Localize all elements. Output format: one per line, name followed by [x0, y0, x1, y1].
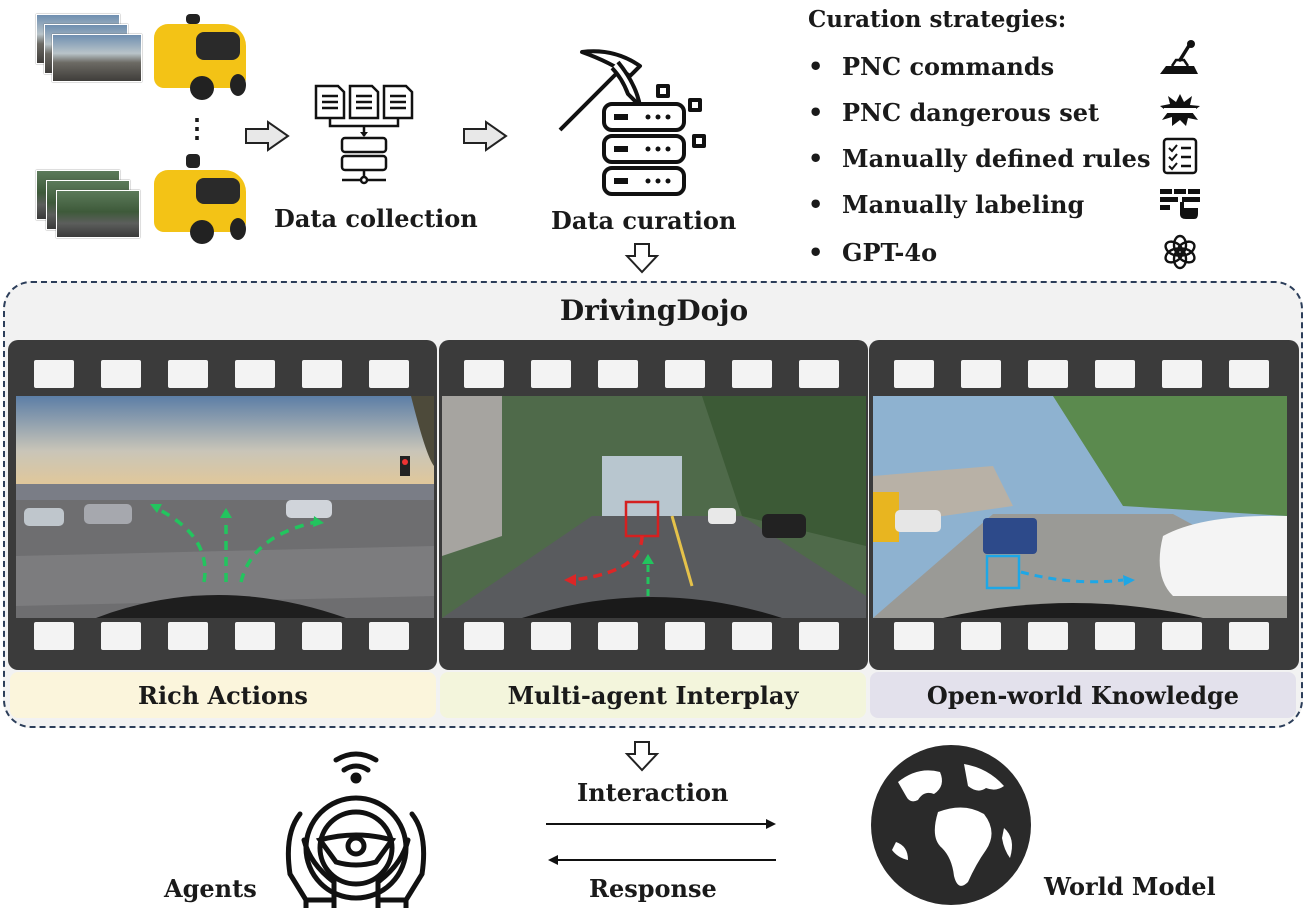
caption-text: Multi-agent Interplay	[507, 680, 799, 710]
sprocket-hole	[665, 622, 705, 650]
down-arrow-icon	[624, 243, 660, 274]
exchange-arrows	[546, 819, 776, 865]
sprocket-hole	[1229, 622, 1269, 650]
action-trajectory-arrows	[150, 504, 324, 583]
open-world-trajectory-arrow	[1020, 570, 1135, 586]
sprocket-hole	[894, 360, 934, 388]
sprocket-hole	[961, 622, 1001, 650]
sprocket-hole	[1162, 360, 1202, 388]
sprocket-hole	[1028, 360, 1068, 388]
sprocket-hole	[101, 622, 141, 650]
interaction-label: Interaction	[577, 778, 729, 807]
caption-multi-agent: Multi-agent Interplay	[440, 672, 866, 718]
caption-text: Rich Actions	[138, 680, 308, 710]
caption-open-world: Open-world Knowledge	[870, 672, 1296, 718]
response-label: Response	[589, 874, 717, 903]
bullet: •	[808, 144, 824, 173]
sprocket-hole	[168, 622, 208, 650]
bullet: •	[808, 238, 824, 267]
sprocket-hole	[369, 622, 409, 650]
checklist-icon	[1162, 137, 1198, 175]
sprocket-hole	[1095, 360, 1135, 388]
sprocket-hole	[101, 360, 141, 388]
interplay-trajectory-arrows	[564, 535, 654, 596]
sprocket-hole	[1229, 360, 1269, 388]
sprocket-hole	[598, 360, 638, 388]
data-curation-label: Data curation	[551, 206, 737, 235]
down-arrow-icon-2	[624, 741, 660, 772]
curation-heading: Curation strategies:	[808, 6, 1067, 33]
sprocket-hole	[1162, 622, 1202, 650]
curation-item-label: Manually labeling	[842, 190, 1085, 219]
sprocket-hole	[464, 622, 504, 650]
sprocket-hole	[1028, 622, 1068, 650]
curation-item-label: PNC commands	[842, 52, 1055, 81]
globe-icon	[871, 745, 1031, 905]
sprocket-hole	[799, 622, 839, 650]
sprocket-hole	[168, 360, 208, 388]
sprocket-hole	[799, 360, 839, 388]
sprocket-hole	[34, 360, 74, 388]
hand-labeling-icon	[1160, 189, 1200, 219]
right-arrow-icon-2	[463, 120, 508, 152]
sprocket-hole	[235, 360, 275, 388]
sprocket-hole	[302, 360, 342, 388]
bullet: •	[808, 98, 824, 127]
caption-rich-actions: Rich Actions	[10, 672, 436, 718]
explosion-icon	[1160, 94, 1200, 126]
curation-item-label: GPT-4o	[842, 238, 938, 267]
ellipsis-dots: ⋮	[184, 114, 210, 144]
sprocket-hole	[665, 360, 705, 388]
steering-wheel-icon	[285, 751, 427, 908]
sprocket-hole	[1095, 622, 1135, 650]
world-model-label: World Model	[1044, 872, 1216, 901]
sprocket-hole	[732, 622, 772, 650]
sprocket-hole	[369, 360, 409, 388]
curation-item-label: PNC dangerous set	[842, 98, 1100, 127]
sprocket-hole	[464, 360, 504, 388]
bullet: •	[808, 52, 824, 81]
openai-logo-icon	[1164, 234, 1196, 270]
agents-label: Agents	[164, 874, 257, 903]
sprocket-hole	[34, 622, 74, 650]
data-collection-icon	[314, 84, 414, 185]
sprocket-hole	[894, 622, 934, 650]
sprocket-hole	[235, 622, 275, 650]
sprocket-hole	[961, 360, 1001, 388]
right-arrow-icon	[245, 120, 290, 152]
sprocket-hole	[531, 360, 571, 388]
data-curation-icon	[558, 49, 706, 196]
sprocket-hole	[302, 622, 342, 650]
sprocket-hole	[531, 622, 571, 650]
scene-open-world-image	[873, 396, 1287, 618]
scene-multi-agent-image	[442, 396, 866, 618]
bullet: •	[808, 190, 824, 219]
data-collection-label: Data collection	[274, 204, 478, 233]
caption-text: Open-world Knowledge	[926, 680, 1240, 710]
joystick-icon	[1160, 40, 1198, 74]
sprocket-hole	[598, 622, 638, 650]
curation-item-label: Manually defined rules	[842, 144, 1151, 173]
drivingdojo-title: DrivingDojo	[559, 294, 749, 327]
sprocket-hole	[732, 360, 772, 388]
scene-rich-actions-image	[16, 396, 434, 618]
